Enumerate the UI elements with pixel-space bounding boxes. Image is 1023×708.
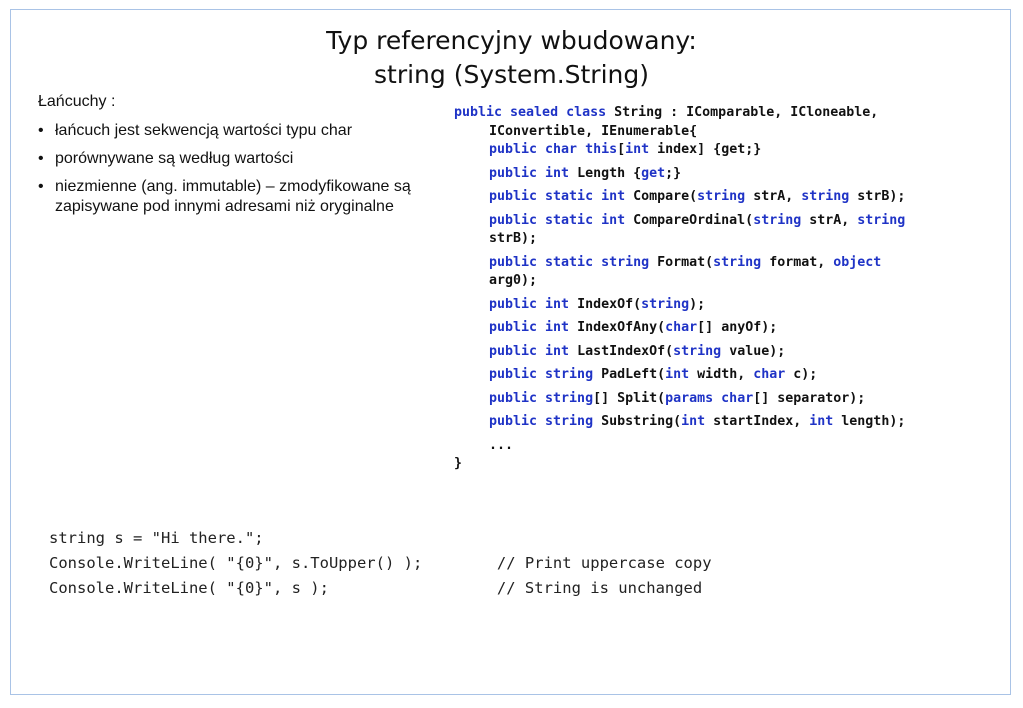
snippet-line: Console.WriteLine( "{0}", s ); // String… — [49, 579, 703, 597]
code-members: public char this[int index] {get;}public… — [454, 141, 999, 455]
bullet-item: • niezmienne (ang. immutable) – zmodyfiko… — [38, 177, 448, 217]
code-text: Length { — [569, 165, 642, 181]
code-keyword: string — [641, 296, 690, 312]
slide-frame — [10, 9, 1011, 695]
code-text: value); — [721, 343, 786, 359]
code-keyword: get — [641, 165, 666, 181]
code-member-line: public int Length {get;} — [454, 165, 999, 184]
code-keyword: string — [801, 189, 850, 204]
code-text: ;} — [665, 165, 682, 181]
code-keyword: public static string — [489, 254, 650, 270]
code-text: String : IComparable, ICloneable, — [606, 105, 879, 120]
code-text: format, — [761, 254, 834, 270]
bullet-text: porównywane są według wartości — [55, 150, 294, 167]
code-text: ); — [689, 296, 706, 312]
code-text: strB); — [849, 189, 906, 204]
bullet-text: niezmienne (ang. immutable) – zmodyfikow… — [55, 178, 411, 215]
code-keyword: public static int — [489, 212, 626, 228]
code-text: LastIndexOf( — [569, 343, 674, 359]
code-keyword: string — [753, 212, 802, 228]
code-member-line: public int IndexOfAny(char[] anyOf); — [454, 319, 999, 338]
code-member-line: public static string Format(string forma… — [454, 254, 999, 291]
code-keyword: params char — [665, 390, 754, 406]
code-keyword: public int — [489, 165, 570, 181]
code-member-line: public int LastIndexOf(string value); — [454, 343, 999, 362]
code-member-line: public string[] Split(params char[] sepa… — [454, 390, 999, 409]
bullet-dot-icon: • — [38, 178, 44, 195]
code-text: c); — [785, 367, 818, 382]
code-keyword: int — [809, 414, 834, 429]
code-text: CompareOrdinal( — [625, 212, 754, 228]
code-text: width, — [689, 367, 754, 382]
code-keyword: public static int — [489, 189, 626, 204]
usage-code-snippet: string s = "Hi there."; Console.WriteLin… — [49, 526, 712, 601]
bullet-item: • łańcuch jest sekwencją wartości typu ch… — [38, 121, 448, 141]
code-text: IndexOf( — [569, 296, 642, 312]
code-keyword: char — [753, 367, 786, 382]
code-keyword: public int — [489, 320, 570, 335]
code-text: ... — [489, 437, 514, 453]
code-text: Compare( — [625, 189, 698, 204]
bullet-item: • porównywane są według wartości — [38, 149, 448, 169]
code-keyword: string — [857, 212, 906, 228]
code-keyword: int — [681, 414, 706, 429]
slide-title: Typ referencyjny wbudowany: string (Syst… — [0, 24, 1023, 92]
code-text: length); — [833, 414, 906, 429]
code-member-line: public static int CompareOrdinal(string … — [454, 212, 999, 249]
code-member-line: public static int Compare(string strA, s… — [454, 188, 999, 207]
code-keyword: int — [665, 367, 690, 382]
snippet-line: Console.WriteLine( "{0}", s.ToUpper() );… — [49, 554, 712, 572]
code-member-line: public char this[int index] {get;} — [454, 141, 999, 160]
bullet-dot-icon: • — [38, 150, 44, 167]
code-keyword: public string — [489, 414, 594, 429]
code-member-line: public int IndexOf(string); — [454, 296, 999, 315]
code-text: [] separator); — [753, 390, 866, 406]
description-heading: Łańcuchy : — [38, 93, 116, 110]
code-keyword: public int — [489, 296, 570, 312]
code-member-line: ... — [454, 437, 999, 456]
code-text: PadLeft( — [593, 367, 666, 382]
code-text: Substring( — [593, 414, 682, 429]
title-line-2: string (System.String) — [374, 60, 649, 89]
bullet-dot-icon: • — [38, 122, 44, 139]
code-text: Format( — [649, 254, 714, 270]
code-member-line: public string PadLeft(int width, char c)… — [454, 366, 999, 385]
snippet-line: string s = "Hi there."; — [49, 529, 264, 547]
title-line-1: Typ referencyjny wbudowany: — [326, 26, 697, 55]
code-keyword: public int — [489, 343, 570, 359]
code-keyword: string — [697, 189, 746, 204]
code-text: arg0); — [489, 273, 538, 288]
code-declaration-continuation: IConvertible, IEnumerable{ — [489, 123, 698, 139]
code-keyword: public string — [489, 367, 594, 382]
code-keyword: public string — [489, 390, 594, 406]
code-text: strA, — [801, 212, 858, 228]
code-text: startIndex, — [705, 414, 810, 429]
code-declaration-line: public sealed class String : IComparable… — [454, 104, 999, 123]
code-text: strA, — [745, 189, 802, 204]
code-keyword: char — [665, 320, 698, 335]
code-keyword: string — [713, 254, 762, 270]
code-text: [] Split( — [593, 390, 666, 406]
code-text: [] anyOf); — [697, 320, 778, 335]
code-text: index] {get;} — [649, 142, 762, 157]
code-keyword: public char this — [489, 142, 618, 157]
code-keyword: object — [833, 254, 882, 270]
bullet-text: łańcuch jest sekwencją wartości typu cha… — [55, 122, 353, 139]
code-keyword: public sealed class — [454, 105, 607, 120]
code-keyword: int — [625, 142, 650, 157]
code-text: strB); — [489, 231, 538, 246]
code-member-line: public string Substring(int startIndex, … — [454, 413, 999, 432]
code-text: IndexOfAny( — [569, 320, 666, 335]
code-keyword: string — [673, 343, 722, 359]
code-closing-brace: } — [454, 456, 463, 471]
code-text: [ — [617, 142, 626, 157]
class-definition-code: public sealed class String : IComparable… — [454, 104, 999, 474]
description-bullet-list: • łańcuch jest sekwencją wartości typu ch… — [38, 121, 448, 217]
description-panel: Łańcuchy : • łańcuch jest sekwencją warto… — [38, 92, 448, 225]
